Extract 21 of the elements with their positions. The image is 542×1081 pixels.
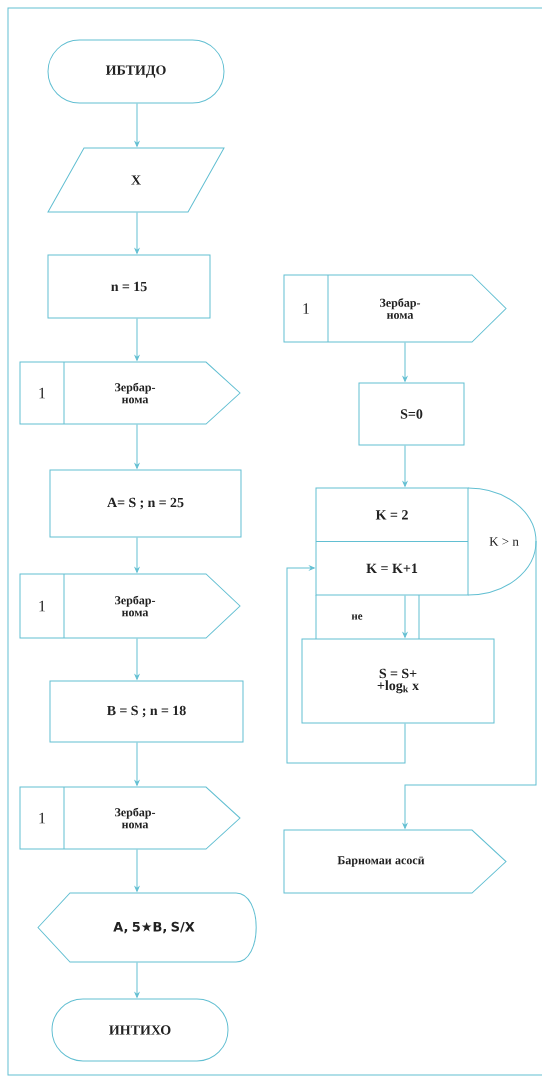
process-box: S=0 xyxy=(358,382,465,446)
process-box: B = S ; n = 18 xyxy=(49,680,244,743)
arrow xyxy=(134,212,140,254)
process-box: A= S ; n = 25 xyxy=(49,469,242,538)
arrow xyxy=(402,342,408,382)
input-parallelogram: X xyxy=(47,147,225,213)
arrow xyxy=(402,445,408,487)
arrow xyxy=(402,595,408,638)
process-box: n = 15 xyxy=(47,254,211,319)
arrow xyxy=(134,962,140,998)
arrow xyxy=(134,424,140,469)
arrow xyxy=(134,638,140,680)
arrow xyxy=(402,540,537,829)
arrow xyxy=(286,565,406,764)
arrow xyxy=(134,537,140,573)
arrow xyxy=(134,318,140,361)
arrow xyxy=(134,742,140,786)
process-box: S = S+ +log$_{k}$ x xyxy=(301,638,495,724)
edge-label: не xyxy=(350,613,364,621)
arrow xyxy=(134,103,140,147)
arrow xyxy=(134,849,140,892)
